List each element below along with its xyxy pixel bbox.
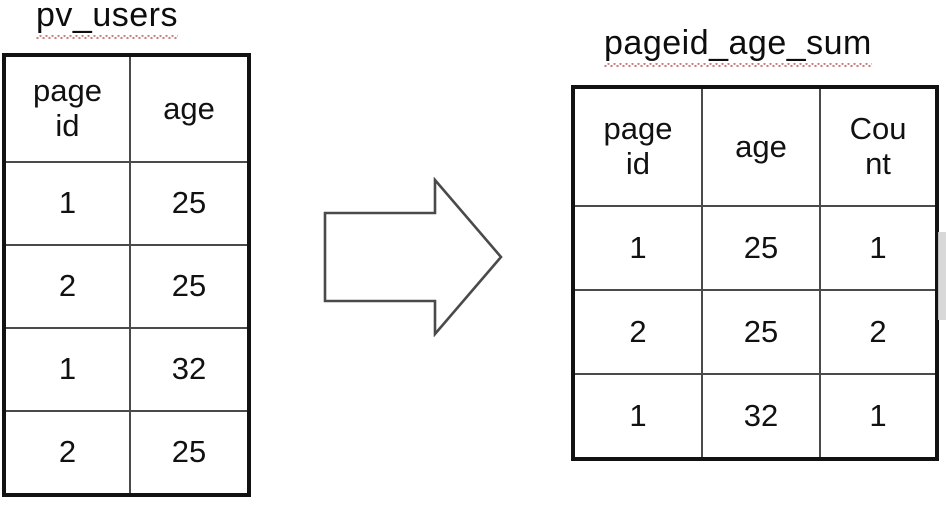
table-row: 1 25 — [3, 161, 250, 246]
table-row: 2 25 — [3, 410, 250, 496]
transform-arrow-icon — [322, 177, 504, 337]
column-header-count-line2: nt — [865, 146, 891, 181]
cell-pageid: 2 — [572, 289, 703, 375]
cell-pageid: 1 — [3, 327, 131, 412]
cell-pageid: 1 — [572, 373, 703, 460]
table-header-row: page id age — [3, 54, 250, 163]
cell-pageid: 2 — [3, 410, 131, 496]
cell-age: 25 — [701, 289, 821, 375]
result-table: page id age Cou nt 1 25 1 2 25 2 — [571, 85, 939, 461]
column-header-pageid-line2: id — [55, 108, 80, 143]
column-header-pageid-line1: page — [603, 111, 673, 147]
cell-age: 32 — [129, 327, 250, 412]
column-header-count: Cou nt — [819, 86, 938, 207]
column-header-pageid-line1: page — [33, 73, 102, 109]
source-table-title: pv_users — [36, 0, 178, 39]
table-row: 1 32 1 — [572, 373, 938, 460]
column-header-pageid-line2: id — [625, 146, 651, 181]
source-table: page id age 1 25 2 25 1 32 2 25 — [2, 53, 251, 497]
cell-count: 2 — [819, 289, 938, 375]
cell-age: 25 — [701, 205, 821, 291]
table-row: 2 25 — [3, 244, 250, 329]
column-header-pageid: page id — [3, 54, 131, 163]
cell-age: 25 — [129, 244, 250, 329]
cell-pageid: 2 — [3, 244, 131, 329]
cell-age: 25 — [129, 410, 250, 496]
cropped-edge-element — [938, 232, 946, 320]
column-header-age-line1: age — [163, 90, 215, 126]
result-table-title-text: pageid_age_sum — [604, 24, 872, 67]
cell-age: 25 — [129, 161, 250, 246]
cell-count: 1 — [819, 373, 938, 460]
cell-pageid: 1 — [3, 161, 131, 246]
cell-pageid: 1 — [572, 205, 703, 291]
table-row: 2 25 2 — [572, 289, 938, 375]
cell-count: 1 — [819, 205, 938, 291]
cell-age: 32 — [701, 373, 821, 460]
column-header-count-line1: Cou — [849, 111, 907, 147]
result-table-title: pageid_age_sum — [604, 24, 872, 67]
table-row: 1 25 1 — [572, 205, 938, 291]
source-table-title-text: pv_users — [36, 0, 178, 39]
column-header-pageid: page id — [572, 86, 703, 207]
table-row: 1 32 — [3, 327, 250, 412]
table-header-row: page id age Cou nt — [572, 86, 938, 207]
column-header-age-line1: age — [735, 128, 787, 164]
column-header-age: age — [701, 86, 821, 207]
column-header-age: age — [129, 54, 250, 163]
